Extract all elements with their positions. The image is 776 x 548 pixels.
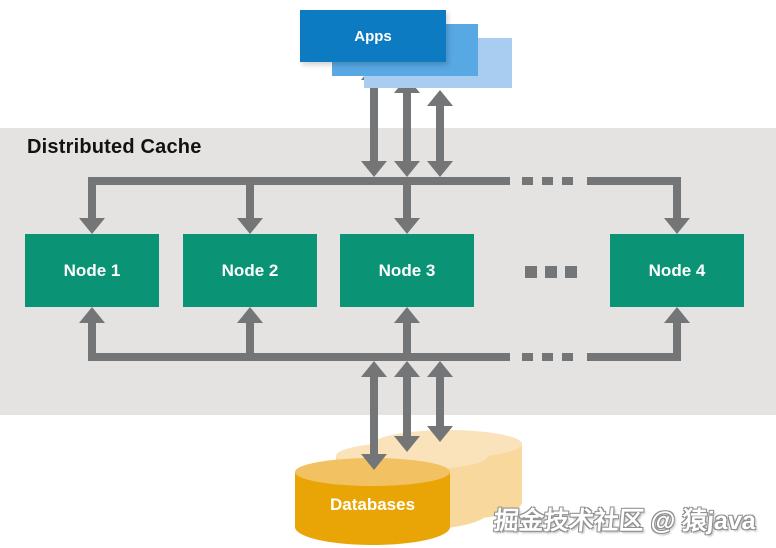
apps-box-front: Apps (300, 10, 446, 62)
node-4-box: Node 4 (610, 234, 744, 307)
node-2-box: Node 2 (183, 234, 317, 307)
arrow-down-to-node-2 (237, 218, 263, 234)
arrow-shaft-db-3 (436, 375, 444, 428)
arrow-shaft-to-node-3 (403, 185, 411, 220)
arrow-down-db-3 (427, 426, 453, 442)
arrow-down-db-2 (394, 436, 420, 452)
node-1-box: Node 1 (25, 234, 159, 307)
database-cylinder-front: Databases (295, 458, 450, 545)
watermark-text: 掘金技术社区 @ 猿java (492, 507, 757, 535)
arrow-shaft-node-4-line (673, 321, 681, 361)
top-line-left-segment (88, 177, 510, 185)
ellipsis-dot (545, 266, 557, 278)
arrow-up-apps-3 (427, 90, 453, 106)
arrow-down-apps-3 (427, 161, 453, 177)
arrow-shaft-db-1 (370, 375, 378, 457)
bottom-line-right-segment (587, 353, 681, 361)
arrow-shaft-to-node-2 (246, 185, 254, 220)
arrow-down-to-node-4 (664, 218, 690, 234)
arrow-up-from-line-node-2 (237, 307, 263, 323)
arrow-shaft-to-node-1 (88, 177, 96, 220)
arrow-up-db-2 (394, 361, 420, 377)
bottom-line-dash (542, 353, 553, 361)
top-line-dash (562, 177, 573, 185)
bottom-line-left-segment (88, 353, 510, 361)
arrow-shaft-node-3-line (403, 321, 411, 353)
apps-label: Apps (354, 27, 392, 45)
arrow-shaft-node-2-line (246, 321, 254, 353)
arrow-down-apps-1 (361, 161, 387, 177)
arrow-down-apps-2 (394, 161, 420, 177)
arrow-down-to-node-3 (394, 218, 420, 234)
ellipsis-dot (525, 266, 537, 278)
arrow-shaft-to-node-4 (673, 177, 681, 220)
top-line-dash (522, 177, 533, 185)
node-1-label: Node 1 (63, 260, 121, 280)
ellipsis-dot (565, 266, 577, 278)
top-line-dash (542, 177, 553, 185)
node-4-label: Node 4 (648, 260, 706, 280)
arrow-up-from-line-node-4 (664, 307, 690, 323)
arrow-shaft-apps-2 (403, 91, 411, 163)
band-title: Distributed Cache (27, 136, 202, 158)
node-2-label: Node 2 (221, 260, 279, 280)
arrow-down-to-node-1 (79, 218, 105, 234)
arrow-down-db-1 (361, 454, 387, 470)
arrow-up-from-line-node-3 (394, 307, 420, 323)
node-3-label: Node 3 (378, 260, 436, 280)
arrow-up-db-1 (361, 361, 387, 377)
arrow-shaft-db-2 (403, 375, 411, 438)
node-3-box: Node 3 (340, 234, 474, 307)
bottom-line-dash (522, 353, 533, 361)
arrow-up-db-3 (427, 361, 453, 377)
arrow-up-from-line-node-1 (79, 307, 105, 323)
databases-label: Databases (329, 495, 416, 514)
arrow-shaft-node-1-line (88, 321, 96, 361)
top-line-right-segment (587, 177, 681, 185)
bottom-line-dash (562, 353, 573, 361)
arrow-shaft-apps-1 (370, 76, 378, 163)
arrow-shaft-apps-3 (436, 104, 444, 163)
